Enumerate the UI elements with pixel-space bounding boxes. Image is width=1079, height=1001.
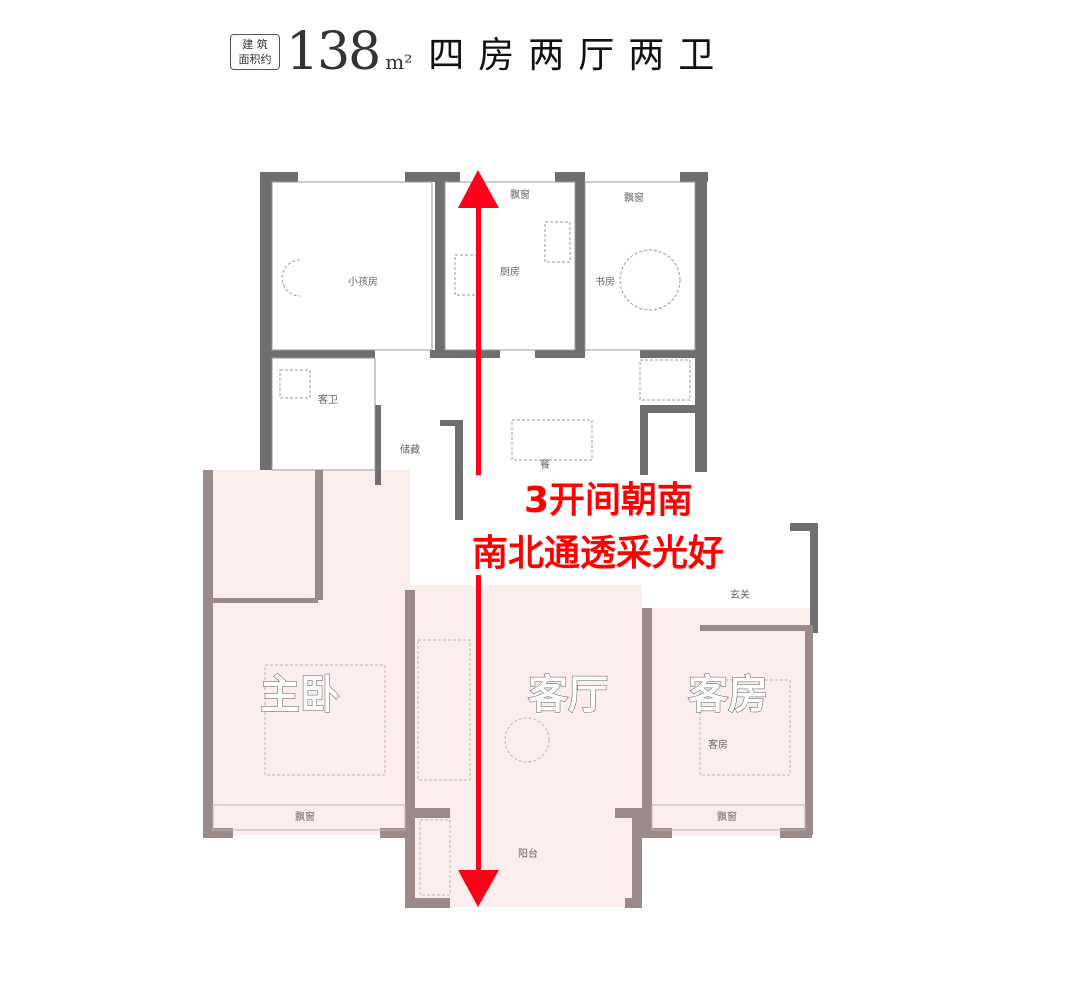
arrow-up-icon (458, 170, 499, 208)
room-label-guest-small: 客房 (708, 738, 728, 751)
label-living-room: 客厅 (528, 672, 608, 718)
room-label-kitchen: 厨房 (500, 265, 520, 278)
layout-title: 四房两厅两卫 (428, 35, 729, 76)
annotation-bg (470, 475, 790, 575)
area-label: 建 筑 面积约 (230, 34, 280, 70)
north-rooms (271, 181, 696, 471)
room-label-bay-window-1: 飘窗 (510, 188, 530, 201)
area-value: 138 (286, 22, 381, 82)
area-label-line2: 面积约 (238, 53, 272, 66)
room-label-bay-window-4: 飘窗 (717, 810, 737, 823)
area-unit: m² (385, 50, 413, 74)
room-label-storage: 储藏 (400, 443, 420, 456)
annotation-line2: 南北通透采光好 (472, 533, 724, 574)
north-walls (260, 172, 818, 633)
room-label-guest-bath: 客卫 (318, 393, 338, 406)
room-label-child: 小孩房 (348, 275, 378, 288)
room-label-balcony: 阳台 (518, 847, 538, 860)
annotation-line1: 3开间朝南 (524, 480, 693, 521)
south-zone (205, 470, 810, 907)
label-master-bedroom: 主卧 (260, 672, 340, 718)
area-label-line1: 建 筑 (242, 38, 268, 51)
header: 建 筑 面积约 138 m² 四房两厅两卫 (230, 22, 728, 82)
room-label-study: 书房 (595, 275, 615, 288)
label-guest-room: 客房 (688, 672, 768, 718)
south-walls (203, 470, 813, 908)
room-label-dining: 餐 (540, 458, 550, 471)
arrow-down-icon (458, 870, 499, 907)
south-furniture (212, 639, 806, 896)
room-label-bay-window-3: 飘窗 (295, 810, 315, 823)
room-label-bay-window-2: 飘窗 (624, 191, 644, 204)
room-label-entrance: 玄关 (730, 588, 750, 601)
